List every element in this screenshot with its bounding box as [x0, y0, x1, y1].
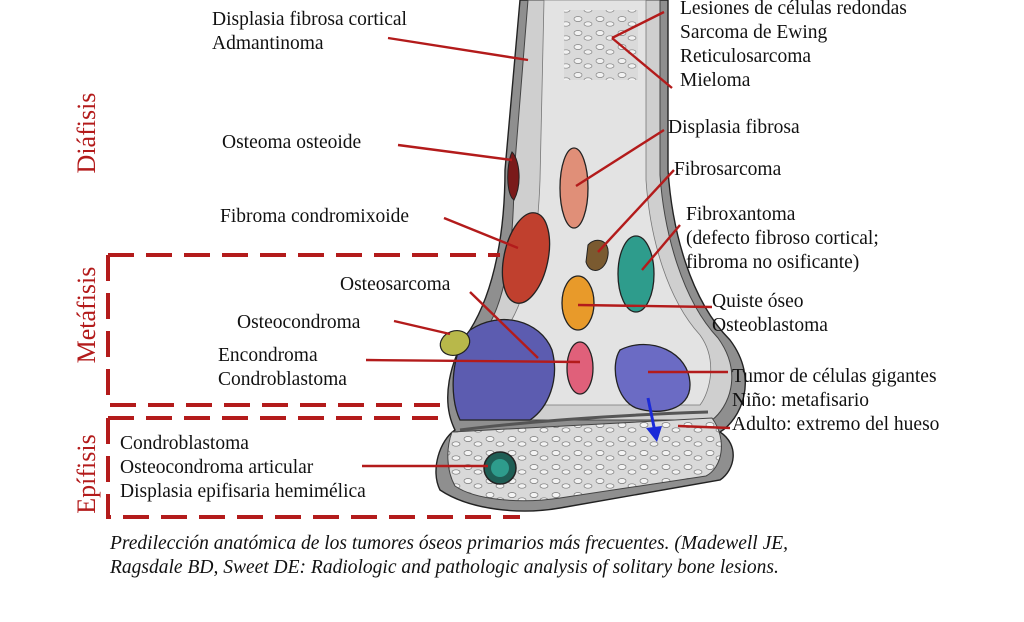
growth-plate [459, 410, 709, 432]
label-fibrosarcoma: Fibrosarcoma [674, 159, 782, 180]
lesion-osteosarcoma [452, 318, 556, 421]
leader-fibrous-dysplasia [575, 128, 665, 188]
metaphysis-box [106, 253, 500, 407]
label-enchondroma: Encondroma Condroblastoma [218, 345, 347, 390]
figure-caption: Predilección anatómica de los tumores ós… [110, 533, 789, 578]
label-cortical-dysplasia: Displasia fibrosa cortical Admantinoma [212, 9, 407, 54]
label-chondromyxoid-fibroma: Fibroma condromixoide [220, 206, 410, 227]
leader-fibroxanthoma [641, 224, 681, 271]
leader-chondromyxoid [443, 216, 519, 250]
label-giant-cell-tumor: Tumor de células gigantes Niño: metafisa… [732, 366, 940, 435]
lesion-osteoid-osteoma [507, 151, 520, 201]
leader-bone-cyst [577, 303, 713, 309]
region-label-epiphysis: Epífisis [72, 434, 101, 514]
label-round-cell: Lesiones de células redondas Sarcoma de … [680, 0, 907, 91]
leader-enchondroma [365, 358, 581, 364]
lesion-osteochondroma [439, 330, 471, 356]
leader-cortical [387, 36, 529, 62]
arrow-shaft [646, 397, 657, 433]
arrow-head [646, 426, 662, 442]
leader-adult [677, 424, 731, 430]
label-epiphysis-lesions: Condroblastoma Osteocondroma articular D… [120, 433, 366, 502]
region-label-diaphysis: Diáfisis [72, 92, 101, 174]
leader-osteoid [397, 143, 513, 162]
lesion-articular-inner [491, 459, 509, 477]
leader-lines [362, 10, 731, 468]
lesion-giant-cell [614, 343, 691, 412]
lesion-bone-cyst [561, 275, 595, 331]
label-osteochondroma: Osteocondroma [237, 312, 361, 333]
lesion-fibroxanthoma [617, 235, 655, 313]
lesion-enchondroma [566, 341, 594, 395]
leader-roundcell-2 [611, 37, 673, 89]
lesion-fibrous-dysplasia [559, 147, 589, 229]
label-fibrous-dysplasia: Displasia fibrosa [668, 117, 800, 138]
label-fibroxanthoma: Fibroxantoma (defecto fibroso cortical; … [686, 204, 879, 273]
label-osteosarcoma: Osteosarcoma [340, 274, 451, 295]
leader-osteochondroma [393, 319, 451, 336]
round-cell-area [564, 10, 638, 80]
label-bone-cyst: Quiste óseo Osteoblastoma [712, 291, 828, 336]
lesion-chondromyxoid-fibroma [501, 212, 551, 304]
label-osteoid-osteoma: Osteoma osteoide [222, 132, 362, 153]
leader-roundcell-1 [611, 10, 665, 40]
leader-osteosarcoma [469, 291, 539, 359]
leader-fibrosarcoma [597, 169, 675, 253]
epiphysis-box [106, 416, 520, 519]
region-label-metaphysis: Metáfisis [72, 266, 101, 364]
